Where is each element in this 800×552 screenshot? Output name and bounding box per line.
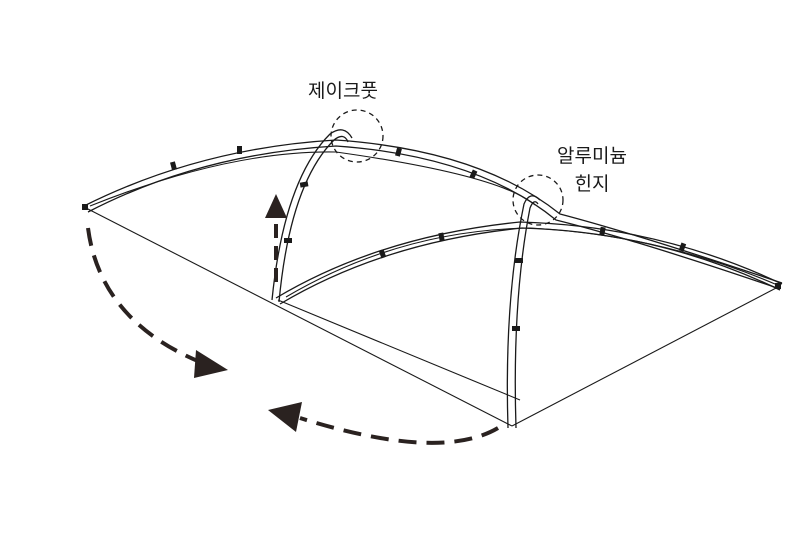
left-leg-pole <box>271 129 353 303</box>
rotate-arrow-back-icon <box>268 402 500 445</box>
aluminum-hinge-label: 알루미늄 힌지 <box>557 142 627 198</box>
pole-joints <box>82 146 781 331</box>
aluminum-hinge-label-line2: 힌지 <box>574 173 610 195</box>
jake-foot-highlight-circle <box>330 109 384 163</box>
canopy-outline <box>85 151 779 427</box>
hinge-highlight-circle <box>512 174 564 226</box>
lift-arrow-icon <box>265 194 287 282</box>
front-arch-pole <box>275 221 783 305</box>
aluminum-hinge-label-line1: 알루미늄 <box>557 145 627 167</box>
right-leg-pole <box>506 195 541 429</box>
rotate-arrow-down-icon <box>86 227 228 378</box>
jake-foot-label: 제이크풋 <box>308 80 378 102</box>
back-arch-pole <box>83 139 783 290</box>
